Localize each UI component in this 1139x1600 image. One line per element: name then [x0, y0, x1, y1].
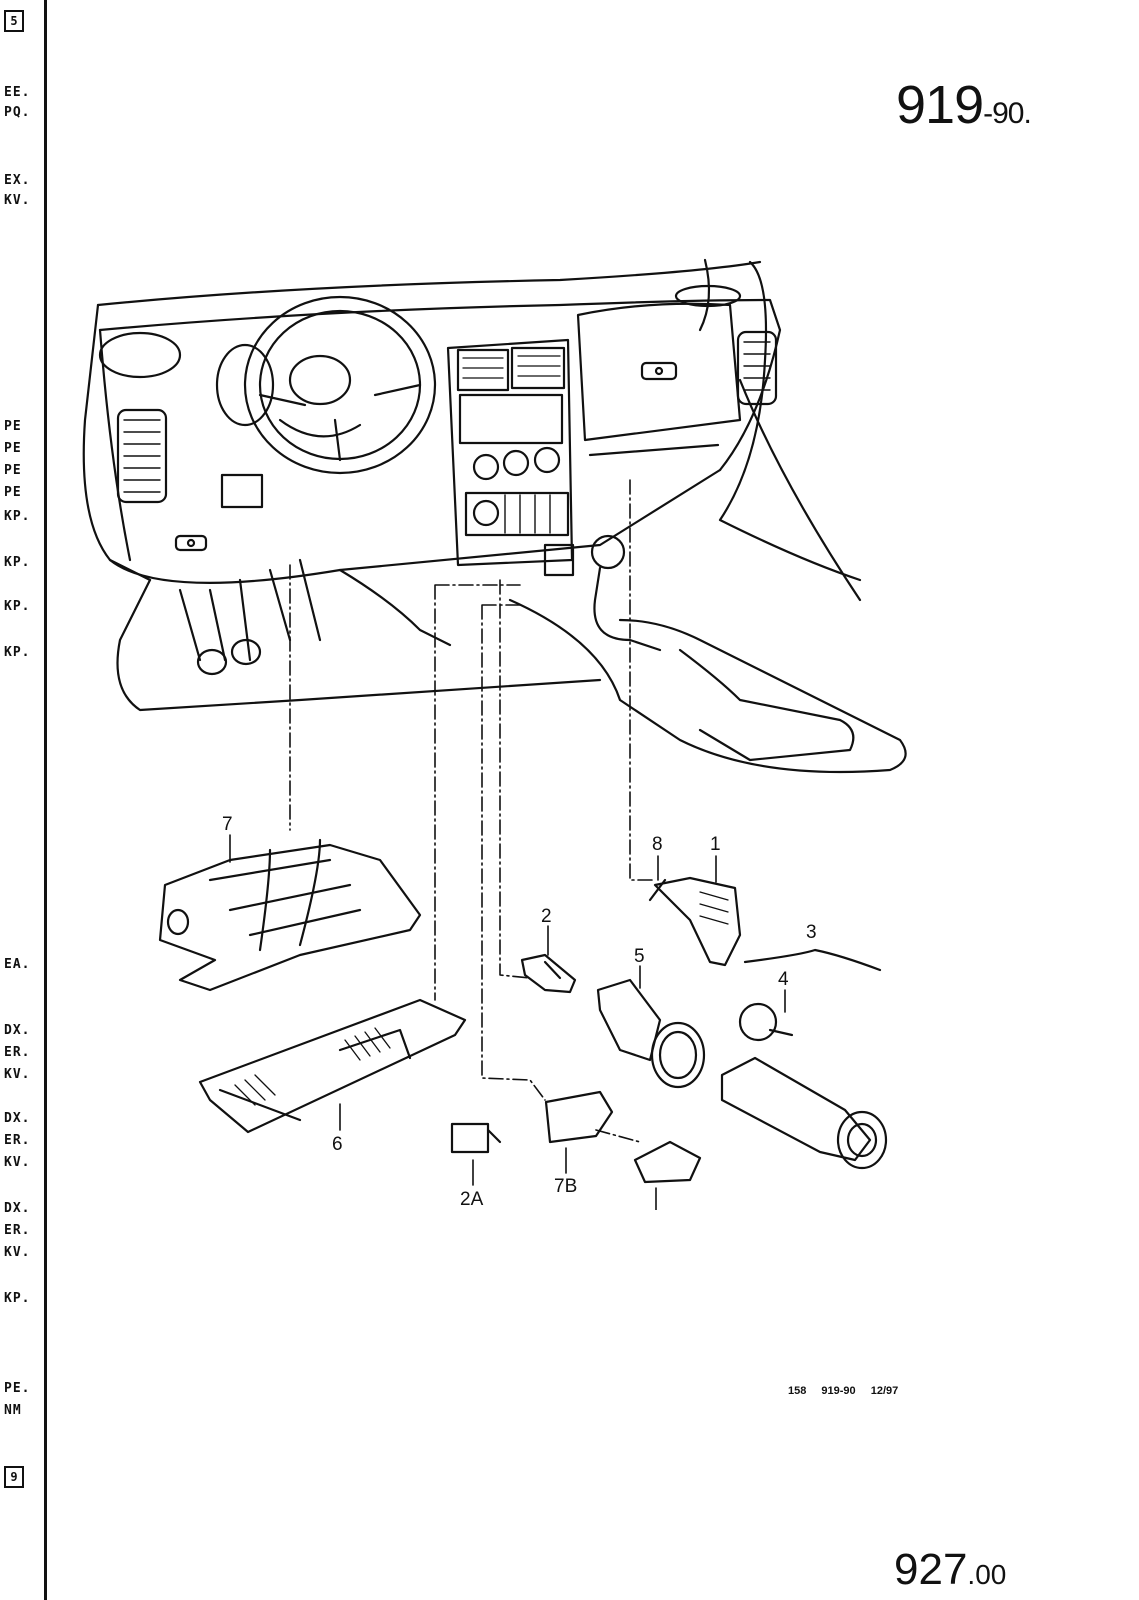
exploded-view-drawing: 7 8 1 2 5 3 4 6 2A 7B 7A [82, 258, 907, 1210]
callout-6: 6 [332, 1134, 343, 1155]
margin-code: PE [4, 441, 22, 456]
next-page-main: 927 [894, 1545, 968, 1594]
margin-code: KV. [4, 1245, 31, 1260]
callout-ticks [229, 834, 786, 1210]
callout-3: 3 [806, 922, 817, 943]
margin-code: KV. [4, 1067, 31, 1082]
callout-2a: 2A [460, 1189, 484, 1210]
dashboard-illustration [82, 258, 907, 774]
margin-code: EE. [4, 85, 31, 100]
page-number-suffix: -90. [983, 97, 1032, 130]
callout-2: 2 [541, 906, 552, 927]
margin-code: KV. [4, 193, 31, 208]
margin-code: DX. [4, 1023, 31, 1038]
margin-code: ER. [4, 1133, 31, 1148]
margin-code: KP. [4, 599, 31, 614]
part-6-tray [198, 998, 467, 1134]
leader-lines [289, 479, 656, 1143]
margin-rule [44, 0, 47, 1600]
margin-code: KP. [4, 1291, 31, 1306]
part-3-4-lighter [720, 948, 888, 1170]
margin-code: PQ. [4, 105, 31, 120]
drawing-reference: 158 919-90 12/97 [788, 1385, 899, 1397]
page-number-main: 919 [896, 75, 984, 135]
margin-box-bottom: 9 [4, 1466, 24, 1488]
callout-1: 1 [710, 834, 721, 855]
margin-code: NM [4, 1403, 22, 1418]
callout-7b: 7B [554, 1176, 577, 1197]
page-number: 919-90. [896, 75, 1032, 135]
callout-labels: 7 8 1 2 5 3 4 6 2A 7B 7A [222, 814, 817, 1210]
part-5-socket [596, 978, 706, 1089]
margin-code: KP. [4, 509, 31, 524]
margin-code: PE [4, 419, 22, 434]
margin-code: DX. [4, 1201, 31, 1216]
margin-code: KP. [4, 645, 31, 660]
margin-code: PE. [4, 1381, 31, 1396]
callout-8: 8 [652, 834, 663, 855]
margin-code: ER. [4, 1223, 31, 1238]
callout-7: 7 [222, 814, 233, 835]
next-page-suffix: .00 [967, 1559, 1007, 1590]
part-1-8-holder [648, 876, 742, 967]
part-7-bracket [158, 838, 422, 992]
margin-code: ER. [4, 1045, 31, 1060]
callout-4: 4 [778, 969, 789, 990]
next-page-number: 927.00 [894, 1548, 1006, 1592]
margin-box-top: 5 [4, 10, 24, 32]
margin-code: KP. [4, 555, 31, 570]
margin-code: PE [4, 485, 22, 500]
margin-code: DX. [4, 1111, 31, 1126]
margin-code: EA. [4, 957, 31, 972]
margin-code: EX. [4, 173, 31, 188]
callout-5: 5 [634, 946, 645, 967]
margin-column: 5 EE. PQ. EX. KV. PE PE PE PE KP. KP. KP… [0, 0, 44, 1600]
part-2a-7b-7a [450, 1090, 702, 1184]
margin-code: PE [4, 463, 22, 478]
margin-code: KV. [4, 1155, 31, 1170]
part-2-switch [520, 953, 577, 994]
